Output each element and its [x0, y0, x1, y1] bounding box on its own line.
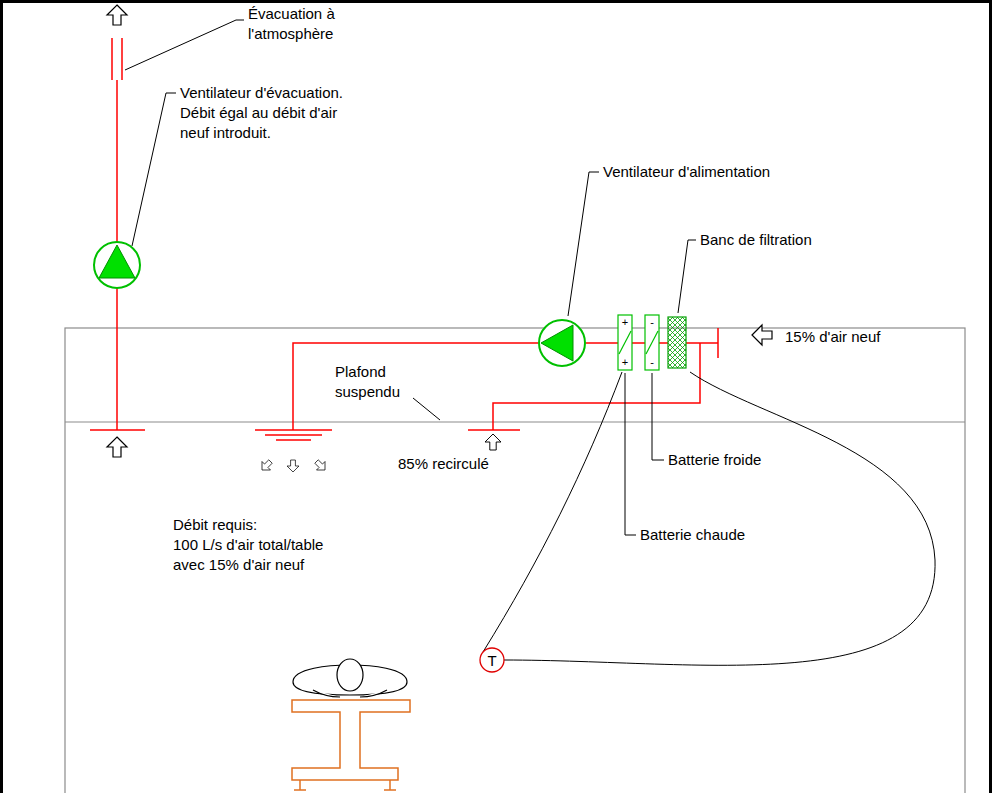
filter-bank: [668, 317, 686, 368]
room-outline: [65, 421, 965, 422]
hot-coil: [619, 331, 631, 354]
leader-lines: [125, 20, 244, 70]
callout-label: Ventilateur d'évacuation.: [180, 83, 343, 103]
exhaust-fan: [94, 242, 140, 288]
coil-sign: +: [619, 356, 631, 368]
duct: [468, 429, 520, 431]
callout-label: Évacuation à l'atmosphère: [248, 4, 348, 44]
duct: [121, 38, 123, 80]
table-and-person: [292, 700, 410, 780]
supply-fan: [541, 325, 573, 361]
leader-lines: [678, 240, 696, 313]
thermostat-label: T: [487, 652, 496, 669]
leader-lines: [132, 93, 176, 246]
air-arrows: [107, 437, 127, 457]
duct: [116, 288, 118, 430]
duct: [659, 342, 668, 344]
air-arrows: [258, 457, 275, 474]
supply-fan: [539, 320, 585, 366]
duct: [116, 80, 118, 242]
coil-sign: -: [646, 356, 658, 368]
callout-label: Débit égal au débit d'air neuf introduit…: [180, 103, 358, 143]
duct: [255, 429, 332, 431]
coil-sign: -: [646, 316, 658, 328]
table-and-person: [299, 780, 301, 790]
leader-lines: [413, 398, 440, 420]
person-top-view: [293, 659, 407, 697]
callout-label: Batterie chaude: [640, 525, 745, 545]
duct: [632, 342, 645, 344]
hot-coil: [618, 315, 632, 370]
duct: [717, 328, 719, 358]
person-top-view: [313, 690, 387, 697]
table-and-person: [292, 700, 410, 790]
air-arrows: [752, 325, 772, 345]
leader-lines: [652, 373, 664, 460]
air-arrows: [107, 5, 127, 25]
cold-coil: [646, 331, 658, 354]
duct: [276, 439, 311, 441]
cold-coil: [645, 315, 659, 370]
duct: [293, 343, 538, 430]
callout-label: Plafond suspendu: [335, 362, 410, 402]
callout-label: Banc de filtration: [700, 230, 812, 250]
exhaust-fan: [99, 245, 135, 278]
air-arrows: [287, 460, 299, 472]
table-and-person: [389, 780, 391, 790]
duct: [90, 429, 145, 431]
leader-lines: [568, 172, 599, 316]
person-top-view: [337, 659, 363, 691]
supply-fan: [539, 320, 585, 366]
table-and-person: [294, 789, 306, 791]
room-outline: [65, 328, 965, 793]
callout-label: 85% recirculé: [398, 454, 489, 474]
hot-coil: [618, 315, 632, 370]
callout-label: Ventilateur d'alimentation: [603, 162, 770, 182]
thermostat-wires: [483, 372, 622, 652]
duct: [90, 38, 718, 440]
callout-label: Débit requis:: [173, 515, 257, 535]
thermostat-wires: [504, 372, 935, 665]
thermostat-wires: [483, 372, 935, 665]
coil-sign: +: [619, 316, 631, 328]
duct: [586, 342, 618, 344]
exhaust-fan: [94, 242, 140, 288]
duct: [265, 434, 322, 436]
callout-label: 15% d'air neuf: [785, 327, 880, 347]
leader-lines: [625, 373, 636, 535]
callout-label: 100 L/s d'air total/table avec 15% d'air…: [173, 535, 348, 575]
thermostat-circle: T: [479, 647, 505, 673]
air-arrows: [107, 5, 772, 474]
air-arrows: [485, 434, 501, 450]
table-and-person: [384, 789, 396, 791]
cold-coil: [645, 315, 659, 370]
air-arrows: [312, 457, 329, 474]
leader-lines: [125, 20, 696, 535]
room-outline: [65, 328, 965, 793]
duct: [686, 342, 718, 344]
duct: [111, 38, 113, 80]
filter-bank: [668, 317, 686, 368]
callout-label: Batterie froide: [668, 450, 761, 470]
thermostat-circle-shape: [480, 648, 504, 672]
